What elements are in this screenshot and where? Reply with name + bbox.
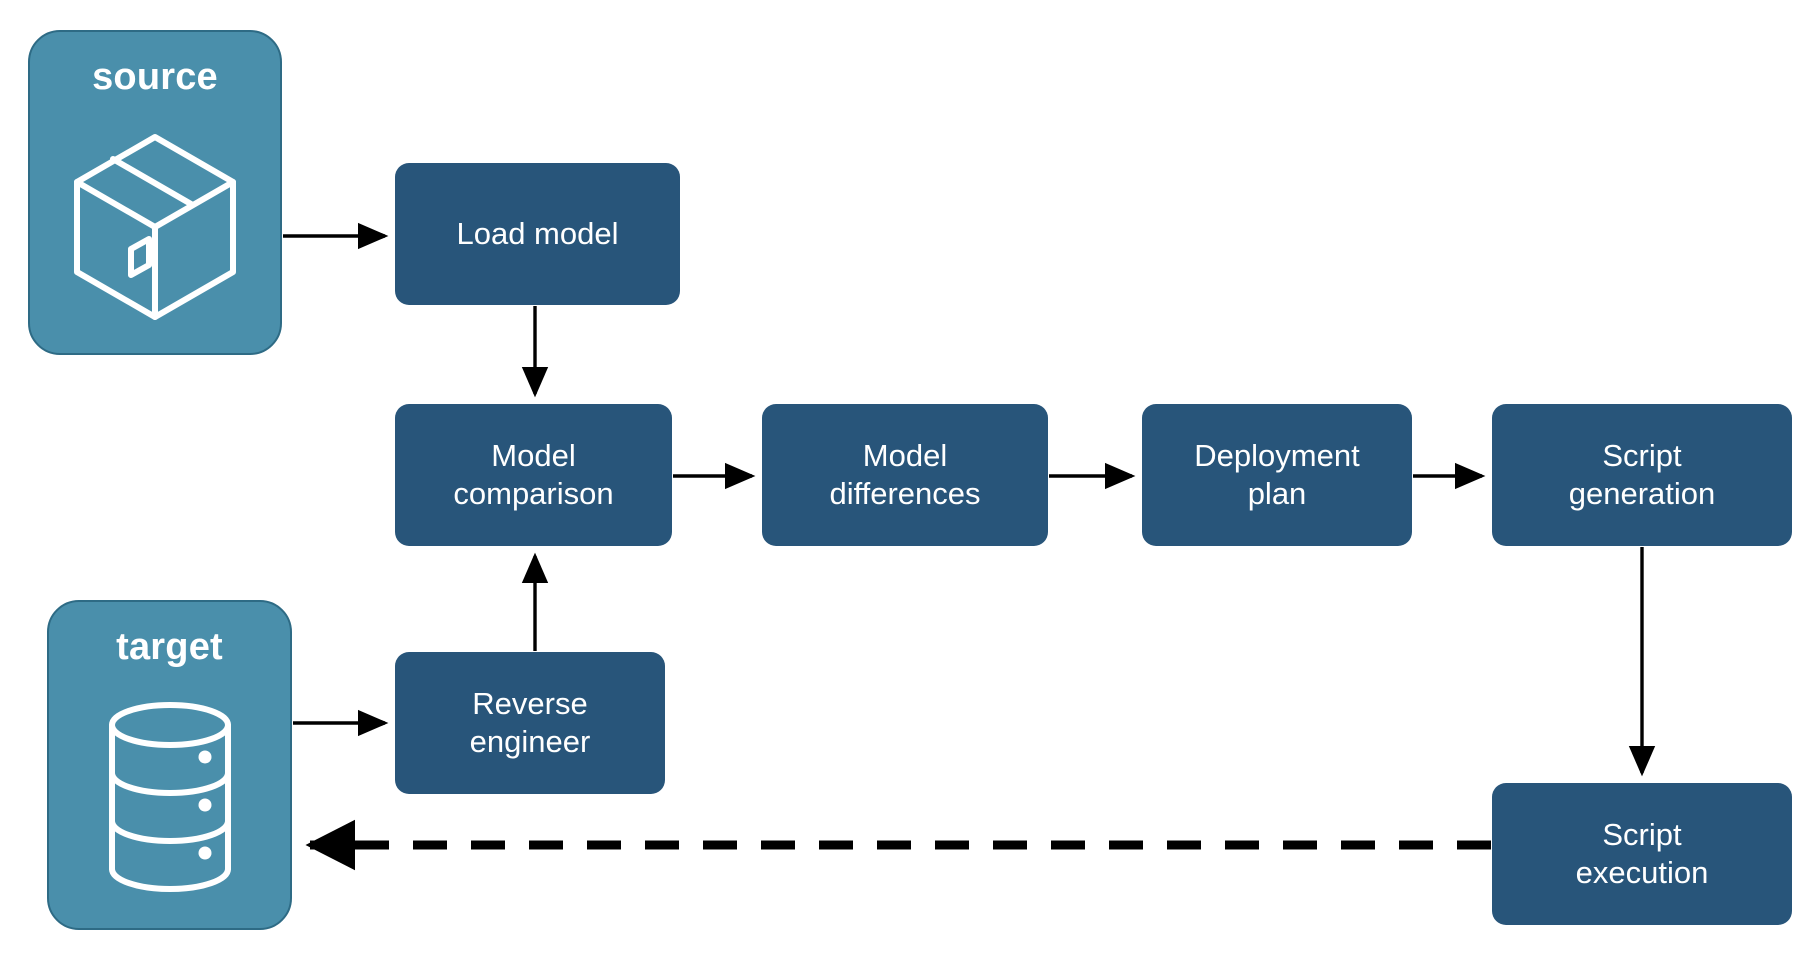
node-reverse-engineer-line1: Reverse bbox=[472, 686, 588, 722]
node-reverse-engineer-line2: engineer bbox=[469, 724, 591, 759]
node-script-generation-line1: Script bbox=[1602, 438, 1682, 474]
node-load-model[interactable]: Load model bbox=[395, 163, 680, 305]
node-load-model-line1: Load model bbox=[456, 216, 619, 252]
node-script-generation[interactable]: Script generation bbox=[1492, 404, 1792, 546]
node-script-execution[interactable]: Script execution bbox=[1492, 783, 1792, 925]
node-deployment-plan[interactable]: Deployment plan bbox=[1142, 404, 1412, 546]
package-box-icon bbox=[30, 96, 280, 353]
node-deployment-plan-line1: Deployment bbox=[1194, 438, 1360, 474]
node-model-comparison-line2: comparison bbox=[453, 476, 614, 511]
node-script-execution-line2: execution bbox=[1575, 855, 1709, 890]
endpoint-source-label: source bbox=[92, 56, 218, 98]
endpoint-target[interactable]: target bbox=[47, 600, 292, 930]
node-reverse-engineer[interactable]: Reverse engineer bbox=[395, 652, 665, 794]
endpoint-source[interactable]: source bbox=[28, 30, 282, 355]
node-script-generation-line2: generation bbox=[1568, 476, 1716, 511]
node-script-execution-line1: Script bbox=[1602, 817, 1682, 853]
node-model-comparison[interactable]: Model comparison bbox=[395, 404, 672, 546]
node-model-differences[interactable]: Model differences bbox=[762, 404, 1048, 546]
node-deployment-plan-line2: plan bbox=[1247, 476, 1307, 511]
endpoint-target-label: target bbox=[116, 626, 223, 668]
node-model-differences-line1: Model bbox=[862, 438, 948, 474]
node-model-comparison-line1: Model bbox=[491, 438, 576, 474]
node-model-differences-line2: differences bbox=[829, 476, 981, 511]
database-cylinder-icon bbox=[49, 666, 290, 928]
